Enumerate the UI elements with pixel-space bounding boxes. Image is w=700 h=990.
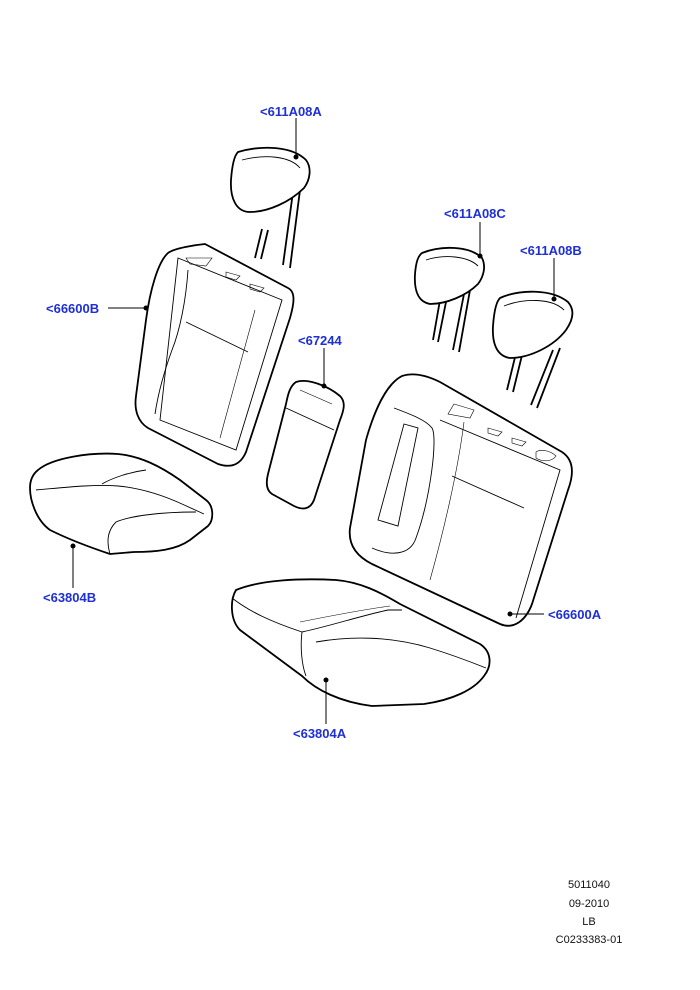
backrest-left-part	[134, 243, 295, 467]
illustration-region: LB	[582, 916, 596, 928]
callout-headrest-center[interactable]: <611A08C	[444, 206, 506, 221]
callout-armrest[interactable]: <67244	[298, 333, 342, 348]
cushion-right-part	[231, 578, 491, 707]
callout-headrest-left[interactable]: <611A08A	[260, 104, 322, 119]
cushion-left-part	[29, 452, 214, 555]
illustration-date: 09-2010	[568, 898, 610, 910]
callout-backrest-right[interactable]: <66600A	[548, 607, 602, 622]
armrest-part	[265, 380, 345, 510]
headrest-right-part	[491, 290, 574, 409]
illustration-reference: C0233383-01	[555, 934, 623, 946]
headrest-left-part	[230, 146, 311, 269]
leader-lines	[70, 118, 557, 724]
callout-backrest-left[interactable]: <66600B	[46, 301, 100, 316]
backrest-right-part	[348, 373, 573, 627]
callout-headrest-right[interactable]: <611A08B	[520, 243, 582, 258]
callout-cushion-left[interactable]: <63804B	[43, 590, 97, 605]
headrest-center-part	[413, 246, 485, 353]
illustration-number: 5011040	[567, 879, 610, 891]
callout-cushion-right[interactable]: <63804A	[293, 726, 347, 741]
